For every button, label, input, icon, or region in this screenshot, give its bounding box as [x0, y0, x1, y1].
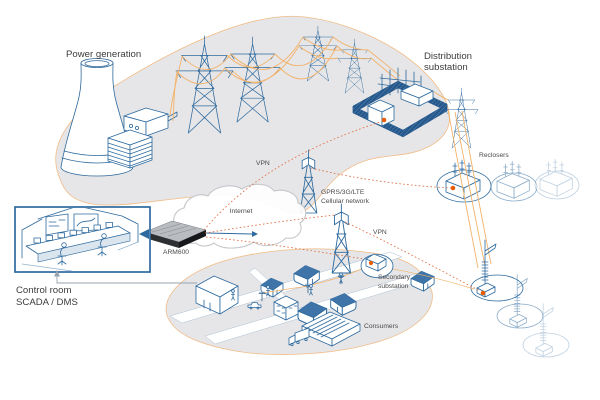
operator-icon — [97, 233, 107, 257]
control-room-label: Control room — [16, 285, 71, 296]
turbine-building-icon — [107, 107, 178, 169]
link-gateway-to-cell2 — [204, 214, 337, 234]
pole-devices-group — [470, 239, 570, 358]
warehouse-icon — [195, 275, 239, 315]
secondary-substation-label: Secondary — [378, 274, 411, 281]
internet-label: Internet — [230, 208, 253, 215]
link-to-secondary-substation — [205, 236, 365, 260]
barn-icon — [301, 311, 361, 347]
vpn-label: VPN — [256, 160, 270, 167]
truck-icon — [288, 327, 310, 347]
link-cell-to-reclosers — [310, 167, 452, 189]
diagram-labels: Power generation Distribution substation… — [16, 49, 509, 330]
arm600-label: ARM600 — [163, 249, 189, 256]
feeder-lines — [447, 109, 492, 269]
cellular-network-label: Cellular network — [321, 198, 370, 205]
distribution-substation-label: Distribution — [424, 51, 472, 62]
operator-icon — [57, 242, 67, 266]
internet-cloud-icon — [173, 183, 307, 249]
vpn-label: VPN — [373, 229, 387, 236]
substation-rtu-building — [367, 99, 395, 127]
secondary-substation-group — [360, 253, 394, 278]
recloser-icon — [496, 160, 530, 199]
reclosers-label: Reclosers — [479, 152, 509, 159]
scada-dms-label: SCADA / DMS — [16, 297, 78, 308]
car-icon — [247, 302, 262, 310]
consumers-label: Consumers — [364, 323, 399, 330]
control-room-interior — [21, 208, 139, 271]
power-generation-label: Power generation — [66, 49, 141, 60]
pole-device-icon — [476, 239, 497, 298]
shop-icon — [273, 295, 299, 321]
device-dots — [368, 117, 486, 296]
arm600-gateway-icon — [144, 220, 258, 248]
secondary-substation-label: substation — [378, 283, 409, 290]
distribution-substation-label: substation — [424, 62, 468, 73]
power-lines — [169, 36, 449, 122]
power-generation-group — [60, 58, 178, 177]
control-room-group — [14, 206, 197, 284]
cellular-network-label: GPRS/3G/LTE — [321, 189, 365, 196]
vpn-link-substation — [203, 121, 381, 231]
transmission-area-blob — [55, 15, 450, 214]
consumers-group — [195, 264, 475, 347]
console-monitors — [33, 221, 113, 244]
comm-links — [203, 121, 481, 292]
distribution-substation-group — [352, 67, 448, 138]
recloser-icon — [539, 158, 573, 197]
